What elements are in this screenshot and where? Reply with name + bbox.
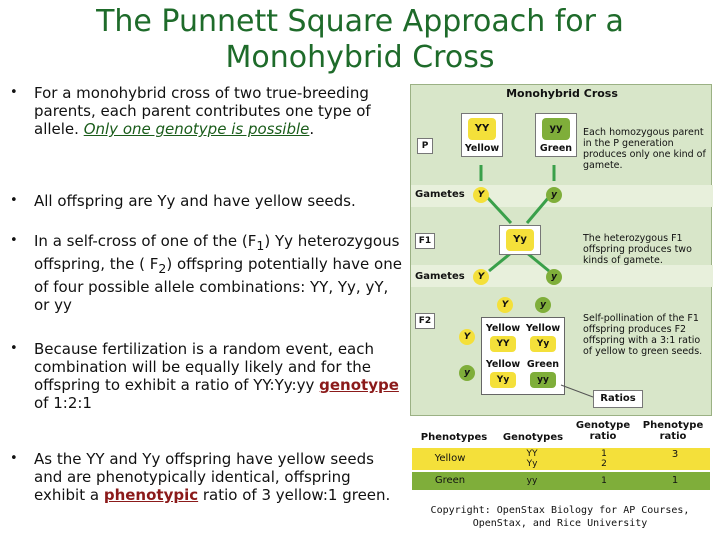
copyright-line-1: Copyright: OpenStax Biology for AP Cours… [430, 505, 690, 516]
yellow-pea-icon: YY [468, 118, 496, 140]
note-parents: Each homozygous parent in the P generati… [583, 127, 706, 171]
bullet-dot-icon: • [10, 85, 18, 100]
table-row: Yellow YY Yy 1 2 3 [412, 448, 710, 470]
table-row: Green yy 1 1 [412, 472, 710, 490]
row-genotype-ratio-1: 1 [601, 449, 607, 459]
punnett-cell-2-pea-icon: Yy [530, 336, 556, 352]
parent-yellow-box: YY Yellow [461, 113, 503, 157]
bullet-5-text: As the YY and Yy offspring have yellow s… [34, 450, 374, 504]
copyright-line-2: OpenStax, and Rice University [472, 518, 648, 529]
bullet-3-text-a: In a self-cross of one of the (F [34, 232, 257, 250]
cross-arrows [479, 165, 556, 273]
punnett-cell-3-label: Yellow [485, 359, 521, 370]
ratios-label: Ratios [593, 390, 643, 408]
p-label: P [417, 138, 433, 154]
punnett-cell-4-pea-icon: yy [530, 372, 556, 388]
copyright-caption: Copyright: OpenStax Biology for AP Cours… [410, 504, 710, 530]
bullet-3-sub-2: 2 [158, 261, 167, 276]
bullet-4-link[interactable]: genotype [319, 376, 399, 394]
bullet-dot-icon: • [10, 233, 18, 248]
punnett-cell-1-label: Yellow [485, 323, 521, 334]
f1-label: F1 [415, 233, 435, 249]
bullet-4-end: of 1:2:1 [34, 394, 92, 412]
bullet-1-link[interactable]: Only one genotype is possible [83, 120, 310, 138]
f1-gamete-y-dominant: Y [473, 269, 489, 285]
bullet-5-end: ratio of 3 yellow:1 green. [198, 486, 391, 504]
bullet-4-text: Because fertilization is a random event,… [34, 340, 374, 394]
title-line-1: The Punnett Square Approach for a [96, 4, 624, 39]
punnett-square: Yellow YY Yellow Yy Yellow Yy Green yy [481, 317, 565, 395]
note-f2: Self-pollination of the F1 offspring pro… [583, 313, 703, 357]
row-phenotype-ratio: 1 [671, 475, 679, 486]
row-genotype-1: yy [526, 476, 538, 486]
f1-gamete-y-recessive: y [546, 269, 562, 285]
row-phenotype: Green [434, 475, 466, 486]
bullet-5-link[interactable]: phenotypic [103, 486, 199, 504]
row-genotype-2: Yy [526, 459, 538, 469]
yellow-label: Yellow [464, 143, 500, 154]
bullet-1-end: . [309, 120, 315, 138]
gametes-label-2: Gametes [415, 271, 465, 282]
punnett-cell-4-label: Green [526, 359, 560, 370]
bullet-dot-icon: • [10, 193, 18, 208]
col-header-genotypes: Genotypes [502, 432, 564, 443]
punnett-top-y-recessive: y [535, 297, 551, 313]
col-header-genotype-ratio: Genotype ratio [575, 420, 631, 442]
row-genotype-ratio-2: 2 [601, 459, 607, 469]
title-line-2: Monohybrid Cross [225, 40, 495, 75]
bullet-1-text: For a monohybrid cross of two true-breed… [34, 84, 371, 138]
bullet-3-text-b: ) Yy heterozygous offspring, the ( F [34, 232, 400, 273]
gamete-y-recessive: y [546, 187, 562, 203]
bullet-3-sub-1: 1 [256, 238, 265, 253]
col-header-phenotype-ratio: Phenotype ratio [642, 420, 704, 442]
f1-pea-icon: Yy [506, 229, 534, 251]
f1-box: Yy [499, 225, 541, 255]
row-genotype-ratio-1: 1 [601, 476, 607, 486]
parent-green-box: yy Green [535, 113, 577, 157]
punnett-side-y-recessive: y [459, 365, 475, 381]
figure-panel: Monohybrid Cross P YY Yellow yy Green Ea… [410, 84, 713, 416]
punnett-top-y-dominant: Y [497, 297, 513, 313]
bullet-dot-icon: • [10, 451, 18, 466]
bullet-dot-icon: • [10, 341, 18, 356]
row-genotype-1: YY [526, 449, 538, 459]
monohybrid-cross-figure: Monohybrid Cross P YY Yellow yy Green Ea… [410, 84, 713, 496]
col-header-phenotypes: Phenotypes [420, 432, 488, 443]
note-f1: The heterozygous F1 offspring produces t… [583, 233, 692, 266]
gametes-label: Gametes [415, 189, 465, 200]
bullet-3-text-c: ) offspring potentially have one of four… [34, 255, 402, 314]
slide-title: The Punnett Square Approach for a Monohy… [0, 4, 720, 76]
green-pea-icon: yy [542, 118, 570, 140]
row-phenotype: Yellow [434, 453, 466, 464]
gamete-y-dominant: Y [473, 187, 489, 203]
punnett-cell-1-pea-icon: YY [490, 336, 516, 352]
figure-title: Monohybrid Cross [506, 87, 618, 100]
punnett-side-y-dominant: Y [459, 329, 475, 345]
green-label: Green [539, 143, 573, 154]
punnett-cell-3-pea-icon: Yy [490, 372, 516, 388]
punnett-cell-2-label: Yellow [525, 323, 561, 334]
bullet-2-text: All offspring are Yy and have yellow see… [34, 192, 356, 210]
f2-label: F2 [415, 313, 435, 329]
row-phenotype-ratio: 3 [671, 449, 679, 460]
